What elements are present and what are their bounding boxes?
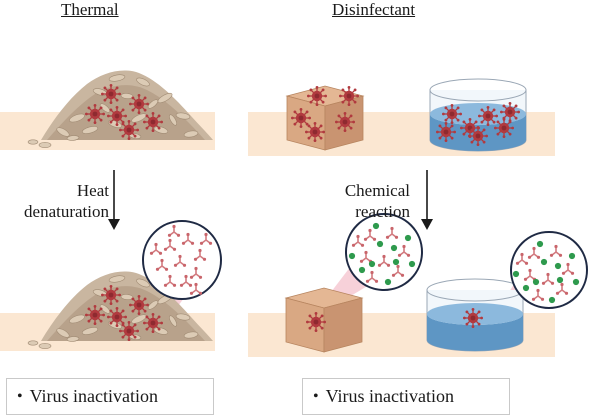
thermal-step-line-1: Heat xyxy=(76,181,109,200)
petri-dish-icon xyxy=(429,78,527,152)
thermal-bottom-panel xyxy=(0,220,222,351)
disinfectant-step-line-1: Chemical xyxy=(344,181,410,200)
disinfectant-heading: Disinfectant xyxy=(332,0,416,19)
disinfectant-arrow xyxy=(421,170,433,230)
thermal-result-box: • Virus inactivation xyxy=(6,378,214,415)
thermal-step-line-2: denaturation xyxy=(24,202,109,221)
petri-dish-icon xyxy=(426,278,524,352)
disinfectant-top-panel xyxy=(248,78,555,156)
thermal-step-label: Heat denaturation xyxy=(24,180,109,222)
thermal-heading: Thermal xyxy=(61,0,119,19)
disinfectant-result-box: • Virus inactivation xyxy=(302,378,510,415)
magnifier-circle-icon xyxy=(345,213,423,291)
bullet-icon: • xyxy=(313,387,319,405)
cardboard-box-icon xyxy=(285,287,363,353)
cardboard-box-icon xyxy=(286,85,364,151)
thermal-arrow xyxy=(108,170,120,230)
disinfectant-step-label: Chemical reaction xyxy=(345,180,410,222)
disinfectant-step-line-2: reaction xyxy=(355,202,410,221)
disinfectant-bottom-panel xyxy=(248,213,588,357)
compost-pile-icon xyxy=(27,70,214,148)
magnifier-circle-icon xyxy=(510,231,588,309)
thermal-top-panel xyxy=(0,70,215,150)
thermal-result-text: Virus inactivation xyxy=(29,386,158,406)
bullet-icon: • xyxy=(17,387,23,405)
magnifier-circle-icon xyxy=(142,220,222,300)
disinfectant-result-text: Virus inactivation xyxy=(325,386,454,406)
